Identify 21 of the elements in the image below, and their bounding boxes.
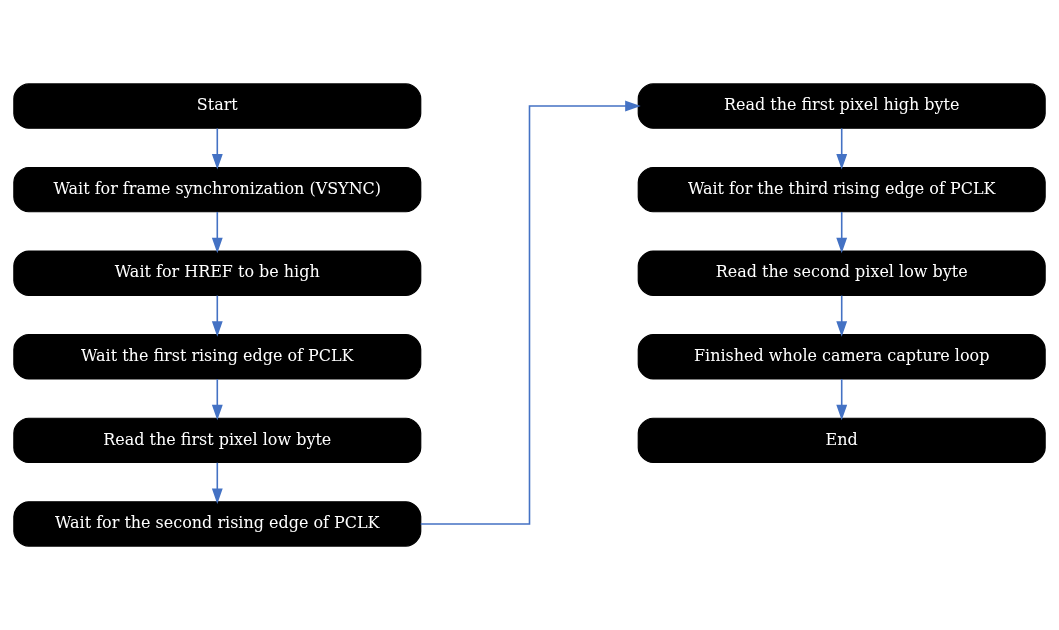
arrow bbox=[836, 211, 848, 254]
node-box: Wait for HREF to be high bbox=[13, 250, 422, 296]
node-box: Wait for the third rising edge of PCLK bbox=[637, 166, 1046, 213]
node-box: Start bbox=[13, 83, 422, 129]
node-box: Read the first pixel high byte bbox=[637, 83, 1046, 129]
arrow bbox=[211, 378, 223, 421]
arrow bbox=[211, 127, 223, 170]
node-box: Read the second pixel low byte bbox=[637, 250, 1046, 296]
arrow bbox=[419, 100, 641, 525]
arrow bbox=[836, 378, 848, 421]
node-box: Read the first pixel low byte bbox=[13, 417, 422, 464]
node-box: Wait for the second rising edge of PCLK bbox=[13, 501, 422, 547]
node-box: Wait the first rising edge of PCLK bbox=[13, 334, 422, 380]
arrow bbox=[211, 211, 223, 254]
node-box: Finished whole camera capture loop bbox=[637, 334, 1046, 380]
node-box: End bbox=[637, 417, 1046, 464]
arrow bbox=[836, 294, 848, 337]
node-box: Wait for frame synchronization (VSYNC) bbox=[13, 166, 422, 213]
arrow bbox=[211, 461, 223, 504]
arrow bbox=[211, 294, 223, 337]
arrow bbox=[836, 127, 848, 170]
